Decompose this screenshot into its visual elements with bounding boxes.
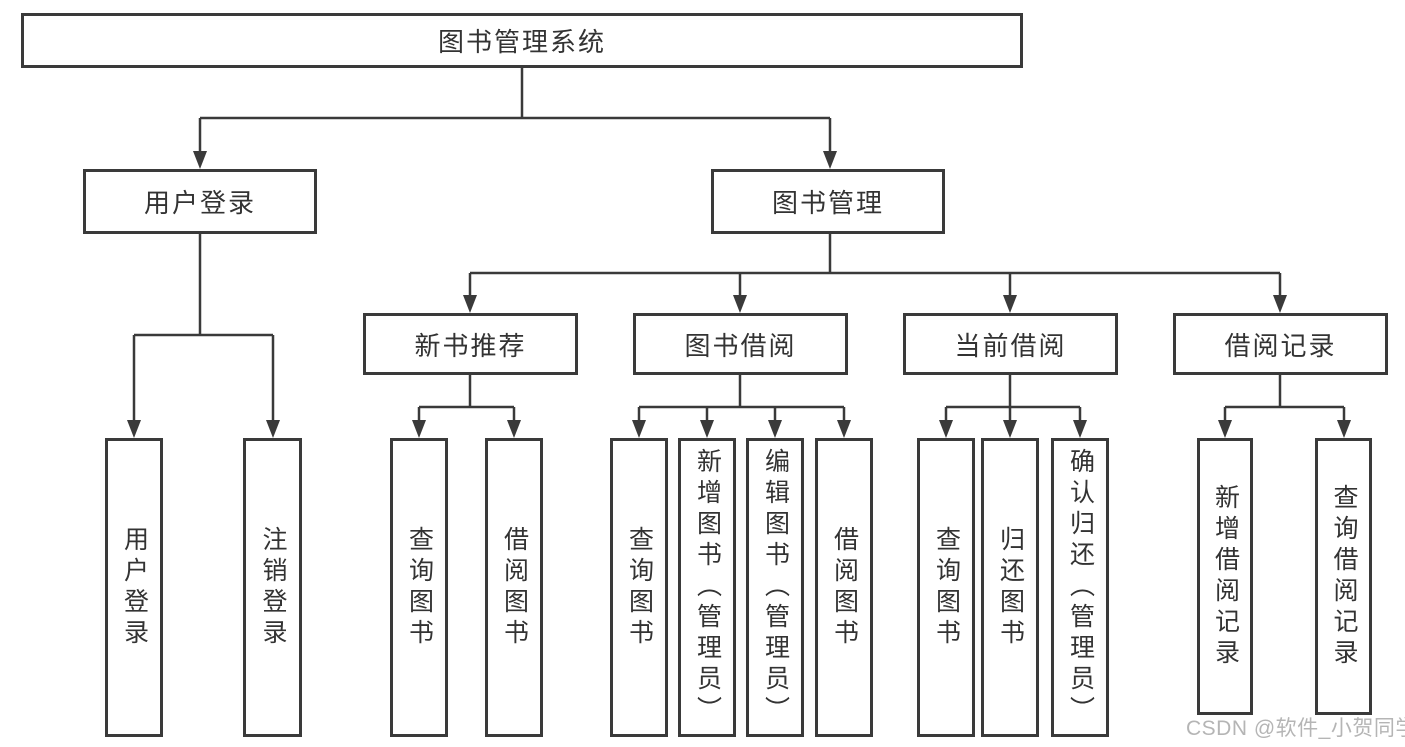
node-book-borrow-label: 图书借阅 xyxy=(684,330,797,361)
node-book-management-label: 图书管理 xyxy=(771,188,884,218)
node-user-login: 用户登录 xyxy=(83,169,317,234)
node-records-query-record-label: 查询借阅记录 xyxy=(1330,483,1358,670)
node-borrow-edit-books-admin-label: 编辑图书（管理员） xyxy=(761,448,790,727)
node-user-login-label: 用户登录 xyxy=(143,188,256,218)
node-book-borrow: 图书借阅 xyxy=(633,313,848,375)
node-root: 图书管理系统 xyxy=(21,13,1023,68)
node-borrow-borrow-books: 借阅图书 xyxy=(815,438,873,737)
node-records-add-record-label: 新增借阅记录 xyxy=(1211,483,1240,670)
node-current-borrow-label: 当前借阅 xyxy=(954,330,1067,361)
node-records-query-record: 查询借阅记录 xyxy=(1315,438,1372,715)
node-recommend-borrow-books: 借阅图书 xyxy=(485,438,543,737)
node-borrow-records-label: 借阅记录 xyxy=(1224,330,1337,361)
node-login: 用户登录 xyxy=(105,438,163,737)
node-recommend-query-books-label: 查询图书 xyxy=(405,525,434,650)
node-current-query-books: 查询图书 xyxy=(917,438,975,737)
node-recommend-query-books: 查询图书 xyxy=(390,438,448,737)
node-borrow-edit-books-admin: 编辑图书（管理员） xyxy=(746,438,804,737)
node-borrow-add-books-admin: 新增图书（管理员） xyxy=(678,438,736,737)
node-borrow-add-books-admin-label: 新增图书（管理员） xyxy=(693,448,722,727)
node-current-confirm-return-admin: 确认归还（管理员） xyxy=(1051,438,1109,737)
node-current-confirm-return-admin-label: 确认归还（管理员） xyxy=(1066,448,1095,727)
node-login-label: 用户登录 xyxy=(120,525,149,650)
node-new-book-recommend-label: 新书推荐 xyxy=(414,330,527,361)
node-new-book-recommend: 新书推荐 xyxy=(363,313,578,375)
node-current-return-books-label: 归还图书 xyxy=(996,525,1025,650)
node-root-label: 图书管理系统 xyxy=(437,27,606,57)
node-current-borrow: 当前借阅 xyxy=(903,313,1118,375)
node-borrow-query-books-label: 查询图书 xyxy=(625,525,654,650)
node-borrow-query-books: 查询图书 xyxy=(610,438,668,737)
node-current-return-books: 归还图书 xyxy=(981,438,1039,737)
node-records-add-record: 新增借阅记录 xyxy=(1197,438,1253,715)
node-book-management: 图书管理 xyxy=(711,169,945,234)
watermark: CSDN @软件_小贺同学 xyxy=(1186,717,1405,740)
node-logout: 注销登录 xyxy=(243,438,302,737)
node-borrow-borrow-books-label: 借阅图书 xyxy=(830,525,859,650)
node-recommend-borrow-books-label: 借阅图书 xyxy=(500,525,529,650)
node-borrow-records: 借阅记录 xyxy=(1173,313,1388,375)
node-current-query-books-label: 查询图书 xyxy=(932,525,961,650)
node-logout-label: 注销登录 xyxy=(259,525,287,650)
